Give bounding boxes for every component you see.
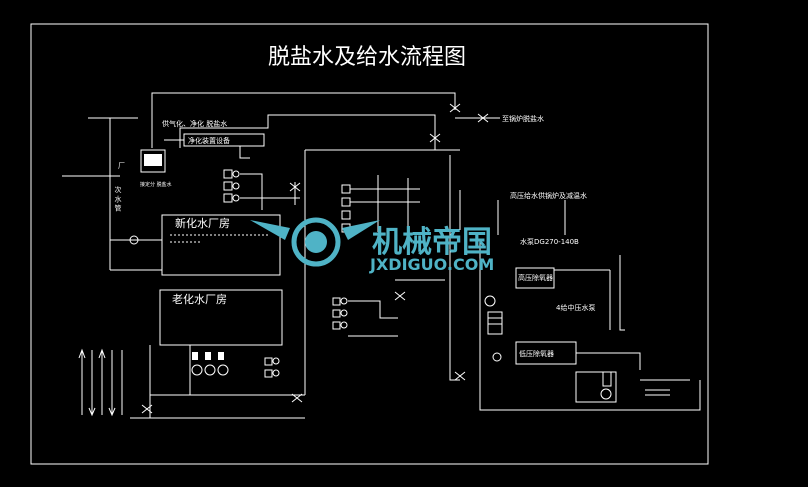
label-hp-deaerator: 高压除氧器 bbox=[518, 273, 553, 282]
pipe-lp bbox=[576, 352, 641, 370]
watermark-logo: 机械帝国 JXDIGUO.COM bbox=[250, 217, 494, 274]
pump-icon bbox=[484, 295, 496, 307]
valve-icon bbox=[454, 371, 466, 381]
new-plant-box bbox=[161, 214, 281, 276]
pipe-right-loop bbox=[479, 240, 701, 411]
old-plant-box bbox=[159, 289, 283, 346]
label-jinghua: 净化装置设备 bbox=[188, 136, 230, 145]
pipe-mid bbox=[348, 300, 398, 319]
label-new-plant: 新化水厂房 bbox=[175, 216, 230, 230]
arrow-group bbox=[78, 348, 123, 417]
label-pump-model: 水泵DG270-140B bbox=[520, 237, 579, 246]
device-column-mid bbox=[264, 297, 348, 378]
valve-icon bbox=[289, 182, 301, 192]
pipe-small bbox=[239, 146, 250, 159]
hp-deaerator-box bbox=[515, 267, 555, 289]
valve-icon bbox=[394, 291, 406, 301]
drawing-frame bbox=[30, 23, 709, 465]
pump-icon bbox=[492, 352, 502, 362]
valve-icon bbox=[477, 113, 489, 123]
label-pumps-4: 4给中压水泵 bbox=[556, 303, 595, 312]
pipe-top-2 bbox=[179, 114, 436, 150]
device-stack bbox=[223, 169, 240, 203]
heat-exchanger bbox=[487, 311, 503, 335]
label-ci-shui-guan: 次 水 管 bbox=[114, 185, 122, 212]
label-cheng: 厂 bbox=[118, 162, 125, 170]
label-old-plant: 老化水厂房 bbox=[172, 292, 227, 306]
equipment-fill bbox=[144, 154, 162, 166]
wing-icon bbox=[250, 220, 290, 240]
device-column-right bbox=[341, 184, 351, 233]
label-hp-feed: 高压给水供锅炉及减温水 bbox=[510, 191, 587, 200]
logo-en: JXDIGUO.COM bbox=[369, 255, 494, 274]
tank-gauge bbox=[602, 371, 612, 387]
pipe-top bbox=[151, 92, 456, 148]
pump-row bbox=[191, 352, 229, 376]
pump-icon bbox=[600, 388, 612, 400]
pipe-right-vert bbox=[619, 255, 625, 331]
label-jiexian: 接定分 脱盐水 bbox=[140, 181, 172, 188]
diagram-title: 脱盐水及给水流程图 bbox=[268, 45, 466, 70]
valve-icon bbox=[429, 133, 441, 143]
tank-box bbox=[575, 371, 617, 403]
gear-icon bbox=[291, 217, 341, 267]
equipment-block bbox=[140, 149, 166, 173]
label-fengqi: 供气化、净化 脱盐水 bbox=[162, 119, 227, 128]
valve-icon bbox=[141, 404, 153, 414]
pipe-right-main bbox=[449, 155, 460, 381]
valve-icon bbox=[449, 103, 461, 113]
wing-icon bbox=[342, 220, 380, 240]
pipe-device bbox=[240, 173, 263, 210]
valve-icon bbox=[291, 393, 303, 403]
label-lp-deaerator: 低压除氧器 bbox=[519, 349, 554, 358]
logo-cn: 机械帝国 bbox=[372, 225, 492, 260]
label-to-line: 至锅炉脱盐水 bbox=[502, 114, 544, 123]
